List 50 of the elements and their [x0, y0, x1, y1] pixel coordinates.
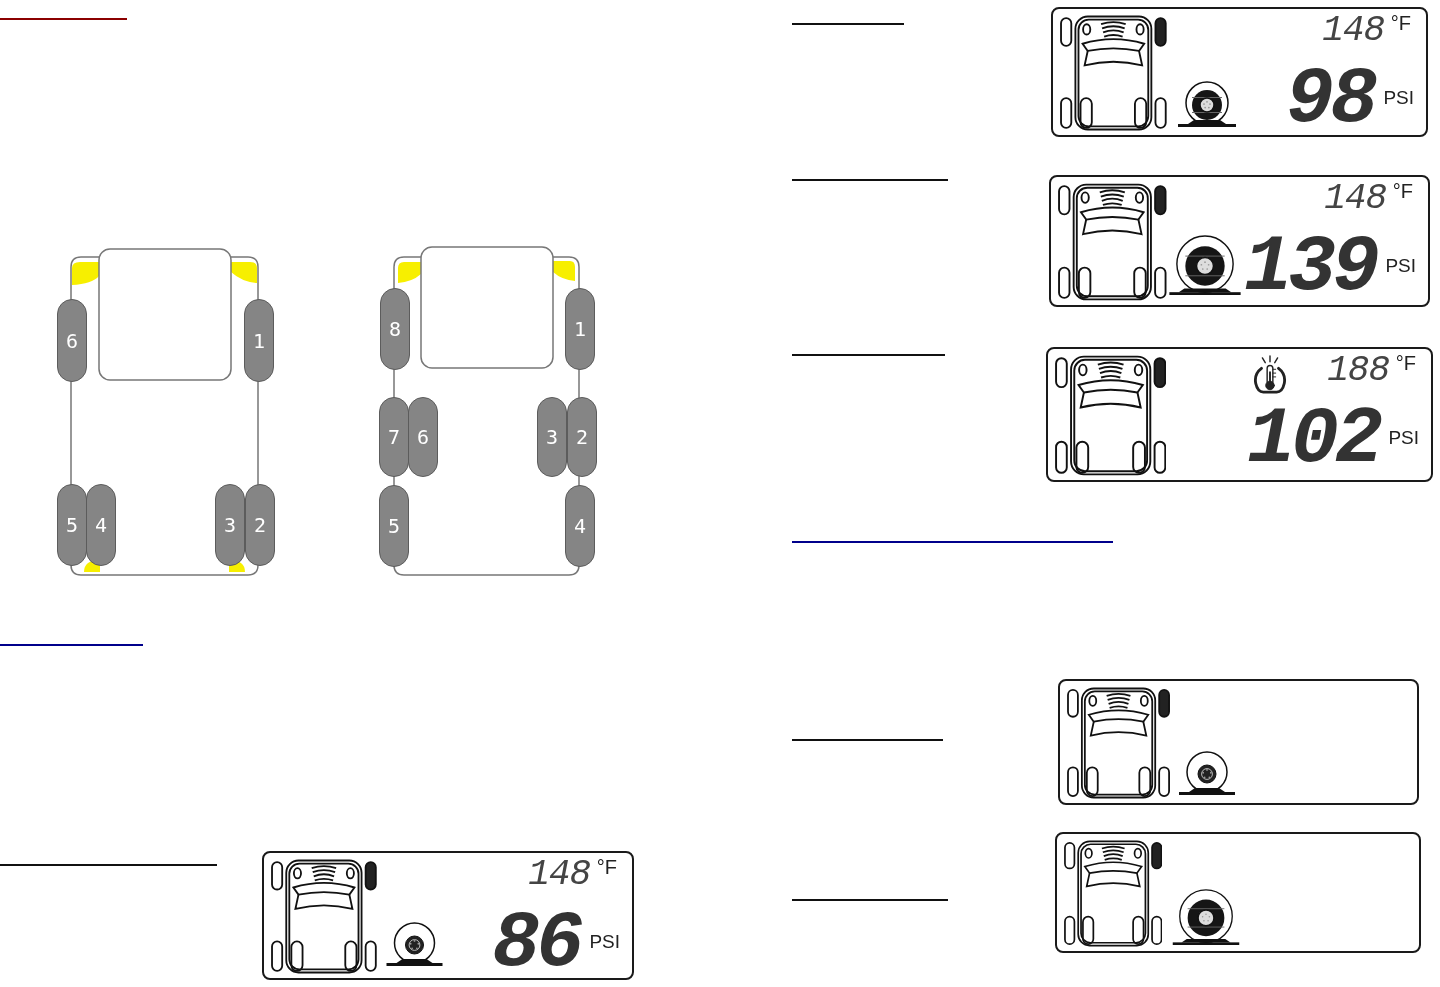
tire-number: 3 [545, 427, 558, 447]
temperature-reading: 188 [1327, 353, 1389, 389]
lcd-display [1055, 832, 1421, 953]
tire [215, 484, 245, 566]
lcd-display [1058, 679, 1419, 805]
tire [408, 397, 438, 477]
tire-number: 4 [573, 516, 586, 536]
pressure-reading: 102 [1246, 400, 1379, 480]
tire [86, 484, 116, 566]
tire-number: 1 [252, 330, 265, 351]
unit-label: PSI [1385, 256, 1416, 275]
unit-label: PSI [1388, 428, 1419, 447]
tire [565, 485, 595, 567]
tire-number: 1 [573, 319, 586, 339]
unit-label: PSI [1383, 88, 1414, 107]
temperature-reading: 148 [1324, 181, 1386, 217]
tire-number: 5 [387, 516, 400, 536]
tire-number: 3 [223, 515, 236, 535]
unit-label: °F [1390, 13, 1411, 33]
unit-label: PSI [589, 932, 620, 951]
tire-number: 2 [253, 515, 266, 535]
unit-label: °F [596, 857, 617, 877]
pressure-reading: 86 [492, 904, 580, 984]
tire [379, 485, 409, 567]
lcd-display [1049, 175, 1430, 307]
tire-number: 8 [388, 319, 401, 339]
tire-number: 6 [416, 427, 429, 447]
tire [245, 484, 275, 566]
tire-number: 4 [94, 515, 107, 535]
pressure-reading: 98 [1286, 60, 1374, 140]
unit-label: °F [1392, 181, 1413, 201]
lcd-display [262, 851, 634, 980]
tire [567, 397, 597, 477]
tire [380, 288, 410, 370]
unit-label: °F [1395, 353, 1416, 373]
tire-number: 2 [575, 427, 588, 447]
tire-number: 5 [65, 515, 78, 535]
tire-number: 6 [65, 330, 78, 351]
temperature-reading: 148 [528, 857, 590, 893]
tire-number: 7 [387, 427, 400, 447]
tire [565, 288, 595, 370]
lcd-display [1051, 7, 1428, 137]
tire [244, 299, 274, 382]
tire [57, 299, 87, 382]
pressure-reading: 139 [1243, 228, 1376, 308]
tire [379, 397, 409, 477]
tire [537, 397, 567, 477]
lcd-display [1046, 347, 1433, 482]
temperature-reading: 148 [1322, 13, 1384, 49]
tire [57, 484, 87, 566]
